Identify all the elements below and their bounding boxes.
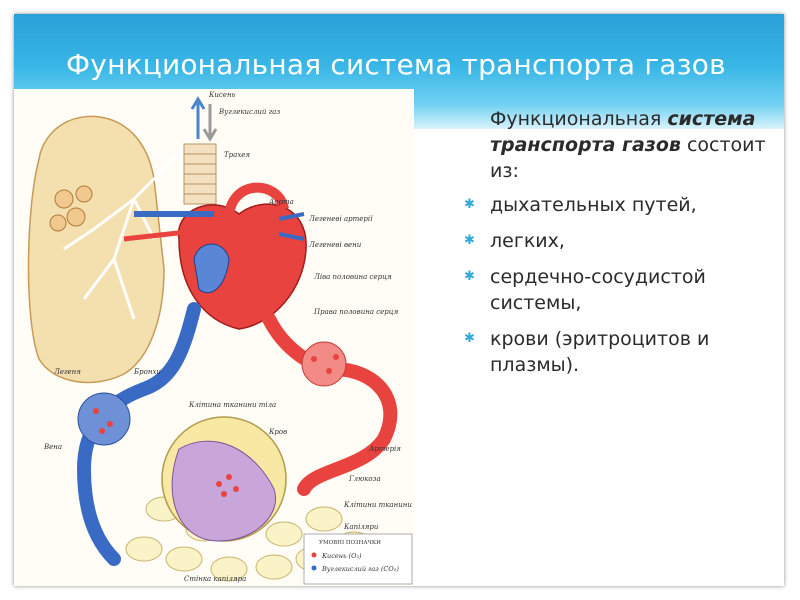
label-pulm-veins: Легеневі вени [308,241,362,249]
list-item: ✱ легких, [462,228,777,254]
components-list: ✱ дыхательных путей, ✱ легких, ✱ сердечно-… [462,192,777,378]
blood-cells [93,354,339,497]
intro-part2: состоит из: [490,134,766,182]
label-trachea: Трахея [224,151,250,159]
heart [177,203,307,330]
list-item-text: крови (эритроцитов и плазмы). [490,328,710,376]
asterisk-bullet-icon: ✱ [464,233,475,248]
label-left-heart: Ліва половина серця [313,273,392,281]
gas-transport-illustration: Кисень Вуглекислий газ Трахея Аорта Леге… [14,89,432,586]
circulation-diagram: Кисень Вуглекислий газ Трахея Аорта Леге… [27,91,432,585]
label-blood: Кров [268,428,287,436]
oxygen-arrow [190,96,206,139]
label-oxygen: Кисень [208,91,236,99]
label-vein: Вена [43,443,62,451]
co2-arrow [202,104,218,142]
label-capillaries: Капіляри [343,523,379,531]
list-item-text: дыхательных путей, [490,194,697,216]
list-item-text: легких, [490,230,565,252]
pulmonary-vessels-red [123,226,215,242]
label-tissue-cells: Клітини тканини тіла [343,501,414,509]
label-aorta: Аорта [268,198,294,206]
slide: Функциональная система транспорта газов [14,14,784,586]
legend-title: УМОВНІ ПОЗНАЧКИ [319,540,381,546]
heart-left-chamber [193,243,230,294]
label-lung: Легеня [53,368,81,376]
label-bronchi: Бронхи [133,368,161,376]
lung-shape [27,115,165,384]
label-pulm-arteries: Легеневі артерії [308,215,373,223]
bronchi-tree [63,147,186,320]
asterisk-bullet-icon: ✱ [464,331,475,346]
alveoli [49,185,93,232]
label-right-heart: Права половина серця [313,308,399,316]
label-capillary-wall: Стінка капіляра [184,575,246,583]
intro-paragraph: Функциональная система транспорта газов … [490,106,777,184]
slide-text: Функциональная система транспорта газов … [462,106,777,388]
intro-emphasis: система транспорта газов [490,108,756,156]
asterisk-bullet-icon: ✱ [464,197,475,212]
list-item: ✱ сердечно-сосудистой системы, [462,264,777,316]
slide-title: Функциональная система транспорта газов [66,48,726,81]
vein-blood-sample [77,392,131,446]
intro-part1: Функциональная [490,108,668,130]
legend-o2: Кисень (O₂) [321,552,362,560]
legend-co2: Вуглекислий газ (CO₂) [321,565,399,573]
list-item: ✱ дыхательных путей, [462,192,777,218]
label-co2: Вуглекислий газ [218,108,280,116]
legend-box [303,533,413,585]
label-tissue-cell: Клітина тканини тіла [188,401,276,409]
label-glucose: Глюкоза [348,475,381,483]
artery-blood-sample [301,341,347,387]
list-item-text: сердечно-сосудистой системы, [490,266,706,314]
label-artery: Артерія [368,445,401,453]
aorta [224,182,289,220]
list-item: ✱ крови (эритроцитов и плазмы). [462,326,777,378]
asterisk-bullet-icon: ✱ [464,269,475,284]
